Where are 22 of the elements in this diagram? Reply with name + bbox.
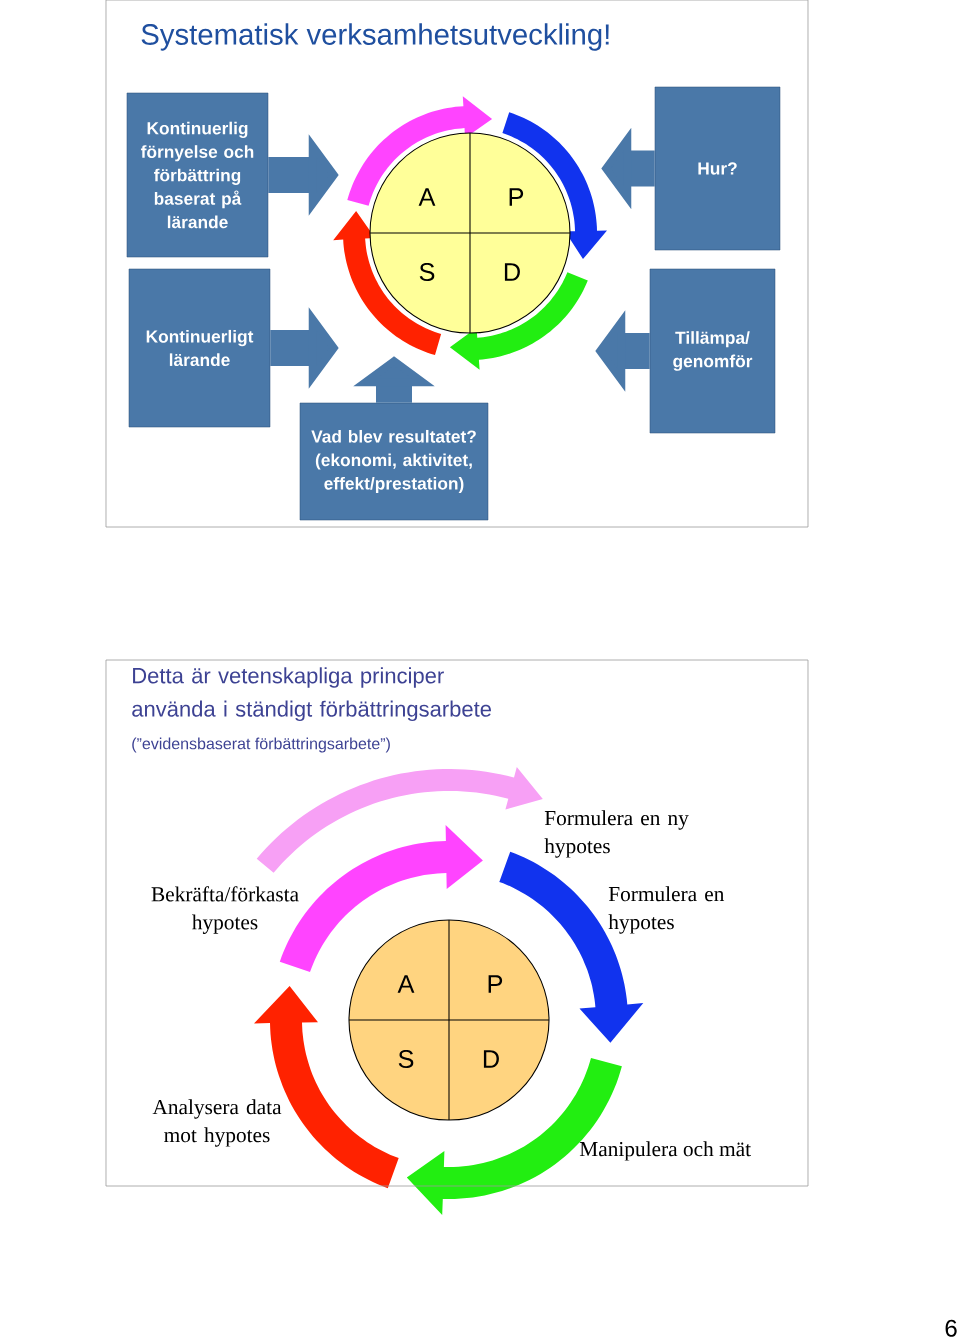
quadrant-letter: P bbox=[509, 188, 524, 206]
step-label: Bekräfta/förkasta hypotes bbox=[151, 886, 299, 934]
slide-title: Systematisk verksamhetsutveckling! bbox=[141, 23, 609, 51]
text-box: Tillämpa/ genomför bbox=[649, 268, 776, 434]
text-box: Kontinuerlig förnyelse och förbättring baserat på lärande bbox=[126, 92, 269, 258]
step-label: Analysera data mot hypotes bbox=[152, 1099, 282, 1147]
slide-title: Detta är vetenskapliga principer använda i ständigt förbättringsarbete bbox=[132, 667, 491, 722]
quadrant-letter: D bbox=[483, 1050, 499, 1068]
quadrant-letter: S bbox=[419, 263, 435, 281]
step-label: Manipulera och mät bbox=[579, 1141, 751, 1161]
quadrant-letter: A bbox=[418, 188, 436, 206]
text-box: Hur? bbox=[654, 86, 781, 251]
text-box: Kontinuerligt lärande bbox=[128, 268, 271, 428]
text-box: Vad blev resultatet? (ekonomi, aktivitet, effekt/prestation) bbox=[299, 402, 489, 521]
slide-subtitle: (”evidensbaserat förbättringsarbete”) bbox=[132, 737, 390, 753]
quadrant-letter: P bbox=[488, 975, 503, 993]
step-label: Formulera en ny hypotes bbox=[544, 810, 689, 858]
quadrant-letter: D bbox=[504, 263, 520, 281]
quadrant-letter: S bbox=[398, 1050, 414, 1068]
page-number: 6 bbox=[945, 1319, 957, 1337]
quadrant-letter: A bbox=[397, 975, 415, 993]
step-label: Formulera en hypotes bbox=[608, 886, 725, 934]
